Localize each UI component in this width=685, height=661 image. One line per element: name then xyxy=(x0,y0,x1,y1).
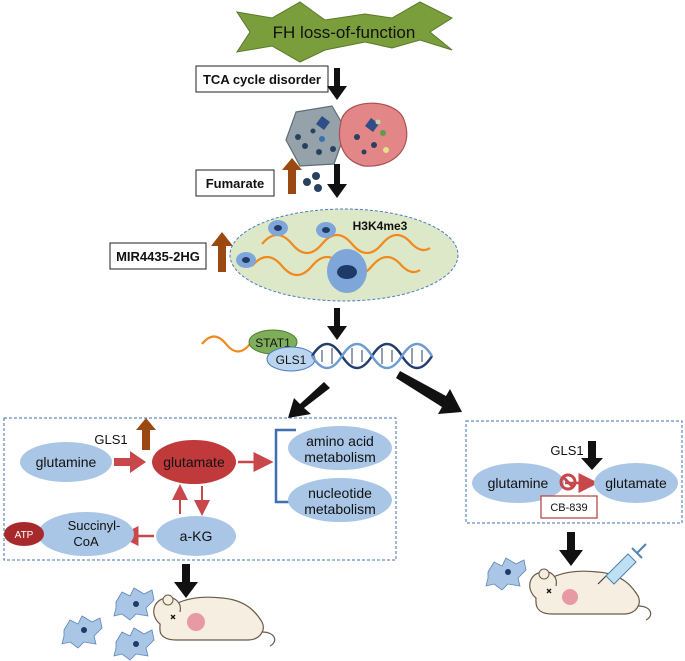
right-glutamate-label: glutamate xyxy=(605,475,667,491)
cb839-box xyxy=(540,495,598,519)
cb839-label: CB-839 xyxy=(550,502,587,514)
amino-acid-node xyxy=(288,426,392,470)
right-gls1-label: GLS1 xyxy=(550,443,583,458)
gls1-promoter-label: GLS1 xyxy=(276,353,307,367)
left-gls1-label: GLS1 xyxy=(94,432,127,447)
diag-arrow-right xyxy=(396,371,462,414)
mir4435-label: MIR4435-2HG xyxy=(116,249,200,264)
left-glutamine-arrow xyxy=(114,451,146,473)
syringe-icon xyxy=(597,543,647,585)
transcription-complex: STAT1 GLS1 xyxy=(201,329,316,372)
fumarate-up-arrow xyxy=(282,158,302,194)
right-panel: GLS1 glutamine glutamate CB-839 xyxy=(465,420,683,524)
tca-box: TCA cycle disorder xyxy=(195,65,329,93)
mir-up-arrow xyxy=(211,232,233,272)
fumarate-label: Fumarate xyxy=(206,176,265,191)
right-mouse-icon xyxy=(529,568,652,621)
right-glutamine-label: glutamine xyxy=(488,475,549,491)
h3k4me3-label: H3K4me3 xyxy=(353,219,408,233)
dna-helix xyxy=(310,342,434,370)
nucleotide-label-2: metabolism xyxy=(304,501,376,517)
left-glutamate-label: glutamate xyxy=(163,454,225,470)
left-panel: GLS1 glutamine glutamate amino acid meta… xyxy=(3,417,397,561)
metabolism-bracket xyxy=(274,428,296,504)
stat1-label: STAT1 xyxy=(255,336,291,350)
succinyl-label-2: CoA xyxy=(73,534,99,549)
mitochondria-illustration xyxy=(285,102,408,167)
fumarate-box: Fumarate xyxy=(195,169,275,197)
amino-label-2: metabolism xyxy=(304,449,376,465)
amino-label-1: amino acid xyxy=(306,433,374,449)
down-arrow-1 xyxy=(327,68,347,100)
succinyl-label-1: Succinyl- xyxy=(68,518,121,533)
succinyl-coa-node xyxy=(38,512,134,556)
fumarate-molecules xyxy=(303,172,322,192)
left-gls1-up-arrow xyxy=(136,418,156,450)
atp-label: ATP xyxy=(15,530,34,541)
tca-label: TCA cycle disorder xyxy=(203,72,321,87)
right-glutamine-node xyxy=(472,463,564,503)
left-tumor-cells xyxy=(61,587,155,661)
right-tumor-cells xyxy=(485,557,527,591)
nucleotide-node xyxy=(288,478,392,522)
diag-arrow-left xyxy=(288,382,330,418)
akg-node xyxy=(156,516,236,556)
banner-text: FH loss-of-function xyxy=(273,23,416,42)
left-glutamate-node xyxy=(152,440,236,484)
left-mouse-icon xyxy=(153,594,276,647)
left-down-arrow xyxy=(174,564,198,598)
inhibitor-icon xyxy=(559,473,577,491)
down-arrow-3 xyxy=(327,308,347,340)
right-gls1-down-arrow xyxy=(581,441,603,470)
left-glutamine-node xyxy=(20,442,112,482)
fh-banner: FH loss-of-function xyxy=(235,1,454,63)
left-glutamine-label: glutamine xyxy=(36,454,97,470)
mir4435-box: MIR4435-2HG xyxy=(109,242,207,270)
right-down-arrow xyxy=(559,532,583,566)
down-arrow-2 xyxy=(327,164,347,198)
atp-node xyxy=(4,522,44,546)
nucleotide-label-1: nucleotide xyxy=(308,485,372,501)
nucleus: H3K4me3 xyxy=(229,208,459,302)
akg-label: a-KG xyxy=(180,528,213,544)
right-glutamate-node xyxy=(594,463,678,503)
